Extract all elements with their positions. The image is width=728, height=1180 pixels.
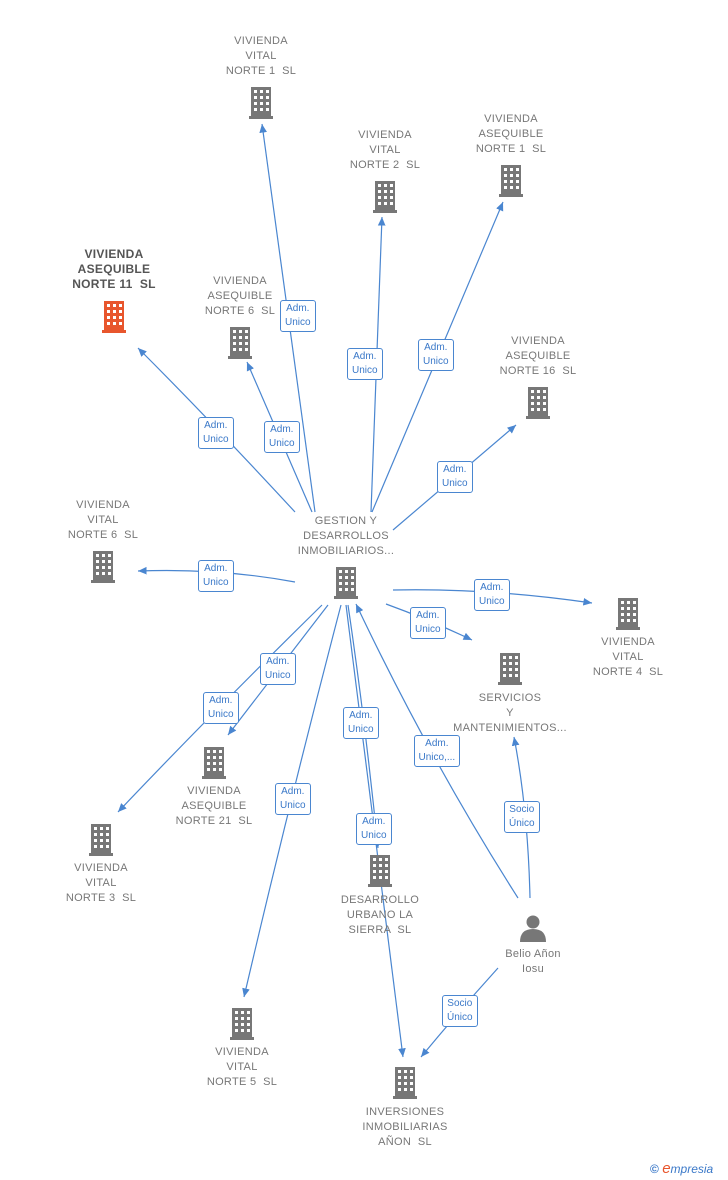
node-label-text: VIVIENDA ASEQUIBLE NORTE 21 SL [175, 784, 253, 827]
node-label-text: GESTION Y DESARROLLOS INMOBILIARIOS... [297, 514, 395, 557]
node-label-vvn3[interactable]: VIVIENDA VITAL NORTE 3 SL [26, 861, 176, 906]
building-icon-van11[interactable] [39, 299, 189, 333]
node-label-text: INVERSIONES INMOBILIARIAS AÑON SL [362, 1105, 448, 1148]
empresia-logo: © empresia [650, 1160, 714, 1177]
building-icon-vvn3[interactable] [26, 822, 176, 856]
building-icon-gestion[interactable] [271, 565, 421, 599]
node-label-van21[interactable]: VIVIENDA ASEQUIBLE NORTE 21 SL [139, 784, 289, 829]
edge-label-gestion-to-dula[interactable]: Adm. Unico [343, 707, 379, 739]
building-icon-van6[interactable] [165, 325, 315, 359]
node-label-van11[interactable]: VIVIENDA ASEQUIBLE NORTE 11 SL [39, 247, 189, 292]
edge-label-gestion-to-vvn2[interactable]: Adm. Unico [347, 348, 383, 380]
building-icon-vvn2[interactable] [310, 179, 460, 213]
edge-label-gestion-to-van16[interactable]: Adm. Unico [437, 461, 473, 493]
edge-label-gestion-to-van21[interactable]: Adm. Unico [260, 653, 296, 685]
building-icon-van16[interactable] [463, 385, 613, 419]
node-label-text: VIVIENDA VITAL NORTE 1 SL [225, 34, 297, 77]
building-icon-van21[interactable] [139, 745, 289, 779]
node-label-text: VIVIENDA ASEQUIBLE NORTE 16 SL [499, 334, 577, 377]
edge-label-gestion-to-van11[interactable]: Adm. Unico [198, 417, 234, 449]
node-label-van1[interactable]: VIVIENDA ASEQUIBLE NORTE 1 SL [436, 112, 586, 157]
node-label-text: VIVIENDA VITAL NORTE 3 SL [65, 861, 137, 904]
edge-label-gestion-to-vvn5[interactable]: Adm. Unico [275, 783, 311, 815]
building-icon-vvn6[interactable] [28, 549, 178, 583]
edge-label-gestion-to-vvn1[interactable]: Adm. Unico [280, 300, 316, 332]
node-label-inversiones[interactable]: INVERSIONES INMOBILIARIAS AÑON SL [330, 1105, 480, 1150]
building-icon-servicios[interactable] [435, 651, 585, 685]
node-label-van16[interactable]: VIVIENDA ASEQUIBLE NORTE 16 SL [463, 334, 613, 379]
node-label-text: VIVIENDA ASEQUIBLE NORTE 11 SL [72, 246, 156, 291]
node-label-vvn1[interactable]: VIVIENDA VITAL NORTE 1 SL [186, 34, 336, 79]
building-icon-van1[interactable] [436, 163, 586, 197]
building-icon-vvn4[interactable] [553, 596, 703, 630]
building-icon-inversiones[interactable] [330, 1065, 480, 1099]
edge-label-belio-to-gestion[interactable]: Adm. Unico,... [413, 735, 461, 767]
node-label-text: DESARROLLO URBANO LA SIERRA SL [340, 893, 420, 936]
person-icon-belio[interactable] [458, 914, 608, 942]
node-label-vvn4[interactable]: VIVIENDA VITAL NORTE 4 SL [553, 635, 703, 680]
node-label-text: VIVIENDA ASEQUIBLE NORTE 6 SL [204, 274, 276, 317]
node-label-text: VIVIENDA VITAL NORTE 4 SL [592, 635, 664, 678]
node-label-dula[interactable]: DESARROLLO URBANO LA SIERRA SL [305, 893, 455, 938]
node-label-text: SERVICIOS Y MANTENIMIENTOS... [453, 691, 567, 734]
node-label-belio[interactable]: Belio Añon Iosu [458, 947, 608, 977]
edge-label-gestion-to-van1[interactable]: Adm. Unico [418, 339, 454, 371]
node-label-servicios[interactable]: SERVICIOS Y MANTENIMIENTOS... [435, 691, 585, 736]
node-label-text: VIVIENDA ASEQUIBLE NORTE 1 SL [475, 112, 547, 155]
edge-label-gestion-to-inversiones[interactable]: Adm. Unico [356, 813, 392, 845]
edge-label-gestion-to-van6[interactable]: Adm. Unico [264, 421, 300, 453]
edge-label-gestion-to-vvn3[interactable]: Adm. Unico [203, 692, 239, 724]
node-label-text: VIVIENDA VITAL NORTE 6 SL [67, 498, 139, 541]
node-label-vvn2[interactable]: VIVIENDA VITAL NORTE 2 SL [310, 128, 460, 173]
node-label-vvn5[interactable]: VIVIENDA VITAL NORTE 5 SL [167, 1045, 317, 1090]
node-label-gestion[interactable]: GESTION Y DESARROLLOS INMOBILIARIOS... [271, 514, 421, 559]
node-label-text: VIVIENDA VITAL NORTE 5 SL [206, 1045, 278, 1088]
node-label-text: VIVIENDA VITAL NORTE 2 SL [349, 128, 421, 171]
edge-label-belio-to-inversiones[interactable]: Socio Único [442, 995, 478, 1027]
building-icon-dula[interactable] [305, 853, 455, 887]
building-icon-vvn1[interactable] [186, 85, 336, 119]
node-label-van6[interactable]: VIVIENDA ASEQUIBLE NORTE 6 SL [165, 274, 315, 319]
edge-label-gestion-to-vvn4[interactable]: Adm. Unico [474, 579, 510, 611]
edge-label-gestion-to-servicios[interactable]: Adm. Unico [410, 607, 446, 639]
edge-label-gestion-to-vvn6[interactable]: Adm. Unico [198, 560, 234, 592]
edge-label-belio-to-servicios[interactable]: Socio Único [504, 801, 540, 833]
node-label-vvn6[interactable]: VIVIENDA VITAL NORTE 6 SL [28, 498, 178, 543]
building-icon-vvn5[interactable] [167, 1006, 317, 1040]
node-label-text: Belio Añon Iosu [505, 948, 561, 975]
